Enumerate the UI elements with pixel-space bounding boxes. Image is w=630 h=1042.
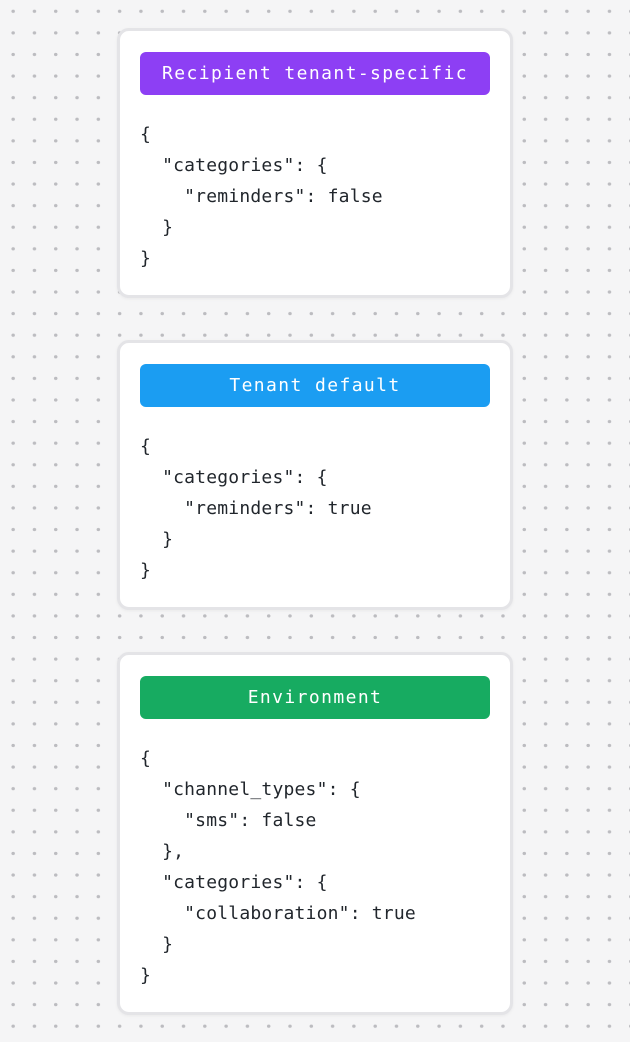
code-line: } [140,560,152,581]
code-line: "sms": false [140,810,317,831]
code-line: } [140,529,174,550]
json-code-block: { "channel_types": { "sms": false }, "ca… [140,743,490,991]
code-line: "categories": { [140,467,328,488]
code-line: "channel_types": { [140,779,361,800]
code-line: } [140,217,174,238]
code-line: "reminders": false [140,186,383,207]
badge-label: Recipient tenant-specific [162,63,468,84]
json-code-block: { "categories": { "reminders": false } } [140,119,490,274]
badge-tenant-default: Tenant default [140,364,490,407]
code-line: "collaboration": true [140,903,416,924]
code-line: { [140,436,152,457]
code-line: }, [140,841,185,862]
badge-environment: Environment [140,676,490,719]
code-line: "categories": { [140,872,328,893]
code-line: { [140,124,152,145]
card-recipient-tenant-specific: Recipient tenant-specific { "categories"… [117,28,513,298]
code-line: } [140,934,174,955]
card-environment: Environment { "channel_types": { "sms": … [117,652,513,1015]
json-code-block: { "categories": { "reminders": true } } [140,431,490,586]
badge-recipient-tenant-specific: Recipient tenant-specific [140,52,490,95]
badge-label: Environment [247,687,383,708]
code-line: { [140,748,152,769]
code-line: } [140,965,152,986]
badge-label: Tenant default [229,375,401,396]
card-tenant-default: Tenant default { "categories": { "remind… [117,340,513,610]
code-line: } [140,248,152,269]
code-line: "reminders": true [140,498,372,519]
code-line: "categories": { [140,155,328,176]
